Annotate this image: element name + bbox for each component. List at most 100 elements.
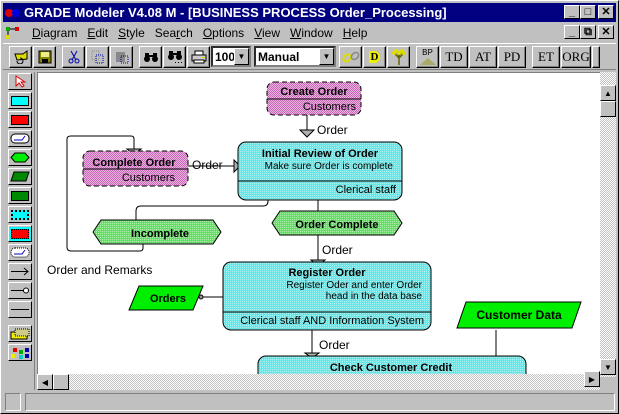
toolbar-pd-button[interactable]: PD [498,45,526,68]
arrowhead-icon [298,129,316,138]
palette-connector-button[interactable] [8,282,32,299]
palette-arrow-button[interactable] [8,263,32,280]
toolbar: 100▼ Manual▼ D BP TD AT PD ET ORG [3,43,616,70]
toolbar-et-button[interactable]: ET [532,45,560,68]
toolbar-td-button[interactable]: TD [440,45,468,68]
svg-text:Clerical staff AND Information: Clerical staff AND Information System [240,315,424,327]
node-create-order[interactable]: Create Order Customers [266,81,362,116]
palette-store-button[interactable] [8,187,32,204]
menu-search[interactable]: Search [154,25,193,40]
open-button[interactable] [9,45,32,68]
chevron-down-icon[interactable]: ▼ [319,48,334,65]
maximize-button[interactable]: □ [580,5,596,19]
toolbar-org-button[interactable]: ORG [561,45,591,68]
palette-event-button[interactable] [8,149,32,166]
app-icon[interactable] [5,6,21,20]
menu-help[interactable]: Help [342,25,368,40]
node-order-complete[interactable]: Order Complete [271,210,403,236]
printer-icon [191,50,206,63]
bp-triangle-icon [419,57,436,65]
svg-text:Customers: Customers [303,101,357,113]
node-register-order[interactable]: Register Order Register Oder and enter O… [222,261,432,331]
menu-edit[interactable]: Edit [87,25,109,40]
find-button[interactable] [139,45,162,68]
svg-text:Register Oder and enter Order: Register Oder and enter Order [286,280,422,291]
tree-icon [391,48,406,65]
flow-label: Order and Remarks [47,263,152,277]
svg-text:Order Complete: Order Complete [295,219,378,231]
menu-style[interactable]: Style [118,25,145,40]
loop-line [135,181,269,220]
palette-data-button[interactable] [8,168,32,185]
print-button[interactable] [187,45,210,68]
toolbar-more-button[interactable] [592,45,600,68]
link-button[interactable] [339,45,362,68]
svg-text:Register Order: Register Order [288,267,366,279]
vertical-scrollbar[interactable]: ▲ ▼ [600,72,616,377]
chevron-down-icon[interactable]: ▼ [234,48,249,65]
vertical-scroll-thumb[interactable] [600,101,616,117]
binoculars-next-icon [167,50,182,63]
horizontal-scroll-thumb[interactable] [53,374,69,390]
palette-subprocess-button[interactable] [8,130,32,147]
node-initial-review[interactable]: Initial Review of Order Make sure Order … [237,141,403,201]
menu-window[interactable]: Window [290,25,333,40]
menu-view[interactable]: View [254,25,280,40]
status-bar-left [5,393,21,411]
mdi-minimize-button[interactable]: _ [564,25,580,39]
scroll-right-button[interactable]: ▶ [584,371,600,387]
svg-text:Initial Review of Order: Initial Review of Order [262,148,379,160]
scroll-left-button[interactable]: ◀ [37,374,53,390]
palette-note-button[interactable] [8,325,32,342]
toolbar-at-button[interactable]: AT [469,45,497,68]
open-folder-icon [13,49,27,64]
node-customer-data[interactable]: Customer Data [456,301,582,329]
palette-process-dashed-button[interactable] [8,206,32,223]
save-button[interactable] [33,45,56,68]
note-icon [10,328,30,339]
process-diagram: Create Order Customers Order Complete Or… [47,81,582,377]
arrowhead-icon [233,158,241,174]
chain-link-icon [341,51,359,62]
cut-button[interactable] [62,45,85,68]
palette-external-dashed-button[interactable] [8,225,32,242]
title-bar[interactable]: GRADE Modeler V4.08 M - [BUSINESS PROCES… [3,3,616,22]
menu-diagram[interactable]: Diagram [32,25,78,40]
decompose-button[interactable]: D [363,45,386,68]
palette-line-button[interactable] [8,301,32,318]
bp-button[interactable]: BP [416,45,439,68]
scroll-down-button[interactable]: ▼ [600,359,616,375]
svg-text:Incomplete: Incomplete [131,228,189,240]
minimize-button[interactable]: _ [564,5,580,19]
palette-external-button[interactable] [8,111,32,128]
copy-button[interactable] [86,45,109,68]
node-check-credit[interactable]: Check Customer Credit [257,355,527,377]
tree-button[interactable] [387,45,410,68]
mdi-close-button[interactable]: ✕ [598,25,614,39]
palette-process-button[interactable] [8,92,32,109]
menu-options[interactable]: Options [202,25,245,40]
dark-green-rect-icon [11,190,29,201]
node-orders[interactable]: Orders [128,285,204,311]
diagram-canvas[interactable]: Create Order Customers Order Complete Or… [37,72,600,377]
scroll-up-button[interactable]: ▲ [600,85,616,101]
node-incomplete[interactable]: Incomplete [92,219,222,245]
zoom-select[interactable]: 100▼ [211,46,251,67]
mode-select[interactable]: Manual▼ [254,46,336,67]
connector-dot-icon [198,294,204,300]
document-icon[interactable] [3,25,23,41]
floppy-disk-icon [38,50,51,63]
close-button[interactable]: ✕ [598,5,614,19]
paste-button[interactable] [110,45,133,68]
node-complete-order[interactable]: Complete Order Customers [82,150,189,187]
flow-label: Order [322,243,353,257]
mdi-restore-button[interactable]: ⧉ [580,25,596,39]
palette-link-dashed-button[interactable] [8,244,32,261]
menu-bar: Diagram Edit Style Search Options View W… [3,23,616,42]
palette-select-button[interactable] [8,73,32,90]
parallelogram-icon [10,171,30,182]
color-palette-icon [11,347,29,359]
horizontal-scrollbar[interactable]: ◀ ▶ [37,371,600,390]
palette-colors-button[interactable] [8,344,32,361]
find-next-button[interactable] [163,45,186,68]
